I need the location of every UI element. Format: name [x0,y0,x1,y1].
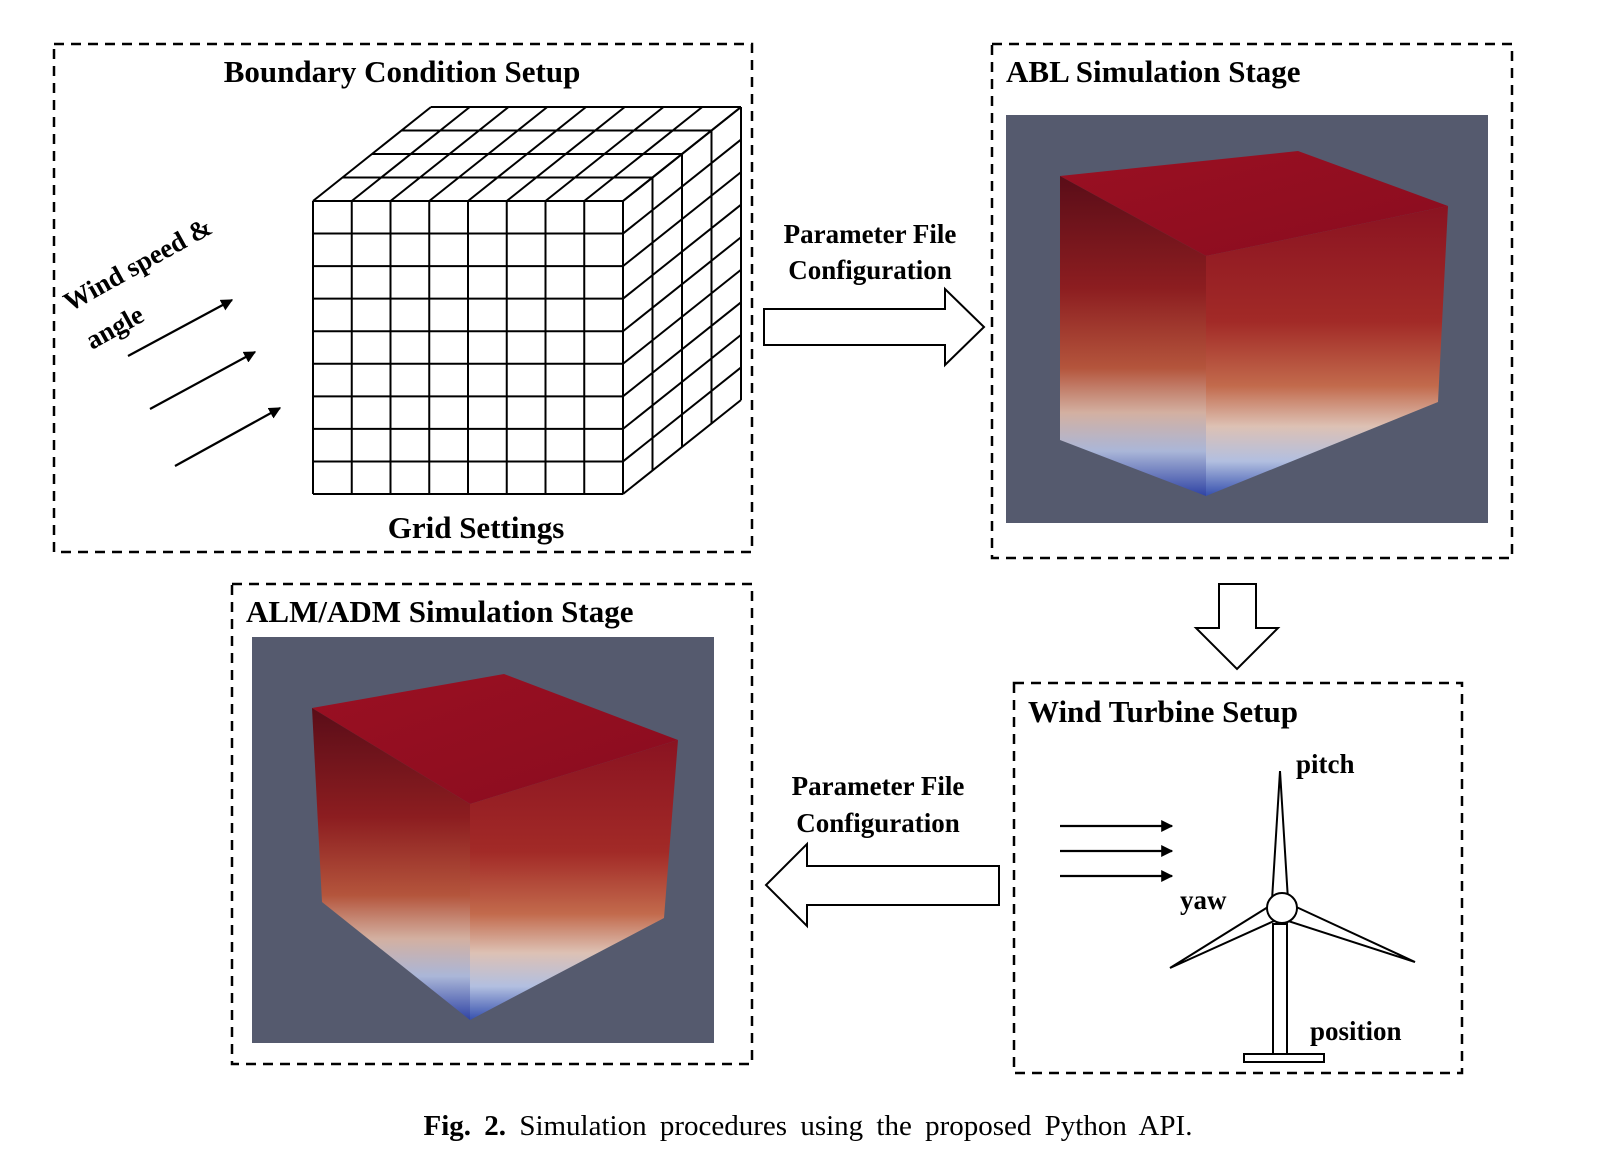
grid-cube [312,106,742,495]
wind-arrows [127,299,282,467]
caption-label: Fig. 2. [423,1110,507,1142]
boundary-panel: Boundary Condition Setup Wind speed & an… [52,42,754,554]
alm-sim-render [252,637,714,1043]
wind-arrow-1 [127,299,234,357]
wind-speed-label: Wind speed & [58,211,216,317]
wind-angle-label: angle [80,299,148,355]
turbine-blade-up [1270,770,1290,901]
param-bottom-line1: Parameter File [792,771,965,801]
wind-turbine-icon [1169,770,1416,1063]
turbine-title: Wind Turbine Setup [1028,694,1298,729]
param-bottom-line2: Configuration [796,808,960,838]
boundary-title: Boundary Condition Setup [224,54,581,89]
abl-cube-right-face [1206,206,1448,496]
caption-text: Simulation procedures using the proposed… [519,1110,1193,1142]
turbine-panel: Wind Turbine Setup pitch yaw position [1012,681,1464,1075]
abl-panel: ABL Simulation Stage [990,42,1514,560]
turbine-tower [1272,923,1288,1055]
alm-panel: ALM/ADM Simulation Stage [230,582,754,1066]
param-config-bottom: Parameter File Configuration [764,771,1000,929]
wind-arrow-2 [149,351,257,410]
abl-sim-render [1006,115,1488,523]
grid-settings-label: Grid Settings [388,510,565,545]
left-arrow [764,841,1000,929]
right-arrow [763,286,986,368]
alm-cube-right-face [470,740,678,1020]
alm-title: ALM/ADM Simulation Stage [246,594,634,629]
turbine-blade-right [1286,903,1416,963]
position-label: position [1310,1016,1402,1046]
inflow-arrows [1060,820,1174,882]
param-top-line2: Configuration [788,255,952,285]
grid-cube-front [312,200,624,495]
abl-cube-top [1060,151,1448,256]
down-arrow [1193,583,1281,671]
abl-cube-left-face [1060,176,1206,496]
param-top-line1: Parameter File [784,219,957,249]
wind-arrow-3 [174,407,282,467]
turbine-hub [1266,892,1298,924]
yaw-label: yaw [1180,885,1227,915]
figure-caption: Fig. 2. Simulation procedures using the … [0,1110,1616,1143]
grid-cube-top [312,106,742,202]
abl-title: ABL Simulation Stage [1006,54,1301,89]
alm-cube-top [312,674,678,804]
grid-cube-side [622,106,742,495]
pitch-label: pitch [1296,749,1355,779]
turbine-blade-left [1169,905,1276,969]
alm-cube-left-face [312,708,470,1020]
param-config-top: Parameter File Configuration [763,219,986,368]
turbine-base [1243,1053,1325,1063]
